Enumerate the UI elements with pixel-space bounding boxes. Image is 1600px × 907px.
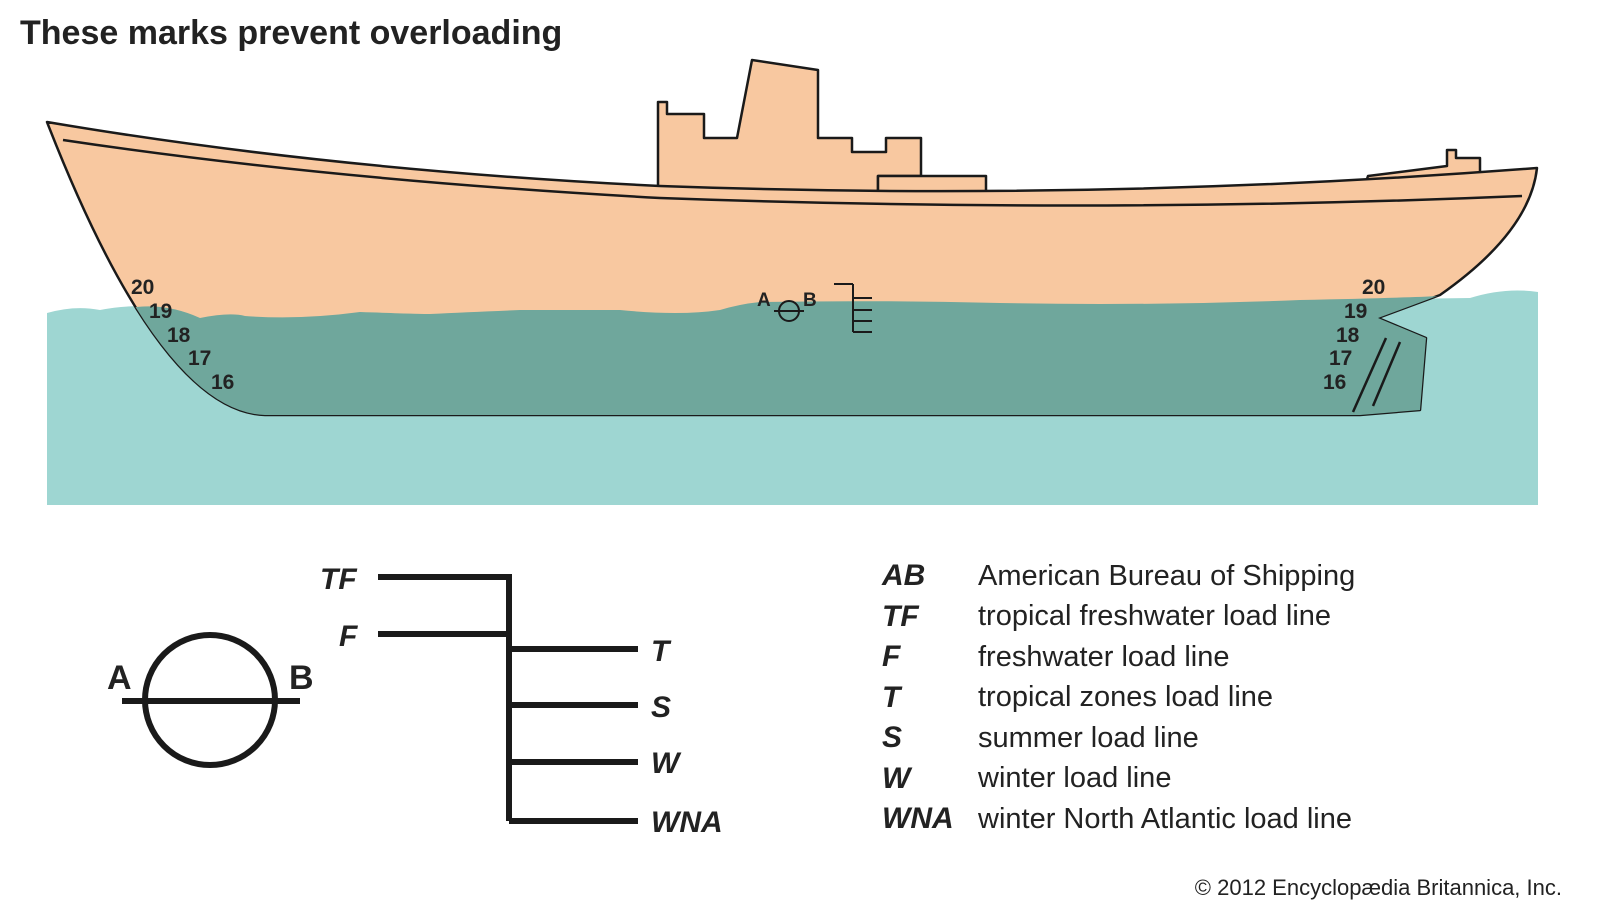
line-label-w: W (651, 747, 682, 780)
ship-plimsoll-label-a: A (757, 290, 771, 311)
copyright-notice: © 2012 Encyclopædia Britannica, Inc. (1194, 875, 1562, 900)
draft-mark: 19 (1344, 300, 1367, 323)
legend-description: tropical zones load line (978, 681, 1274, 714)
bow-draft-marks: 20 19 18 17 16 (131, 276, 234, 394)
line-label-tf: TF (320, 563, 357, 596)
legend-row: F freshwater load line (882, 637, 1355, 678)
legend-code: WNA (882, 802, 954, 836)
plimsoll-disc-detail (122, 632, 300, 768)
legend-code: TF (882, 599, 919, 633)
draft-mark: 17 (188, 347, 211, 370)
draft-mark: 20 (1362, 276, 1385, 299)
legend-code: F (882, 640, 901, 674)
line-label-t: T (651, 635, 672, 668)
legend-row: T tropical zones load line (882, 678, 1355, 719)
legend-code: W (882, 761, 911, 795)
legend-description: winter North Atlantic load line (978, 802, 1352, 835)
legend-code: S (882, 721, 903, 755)
ship-plimsoll-mark (774, 283, 872, 333)
hull-submerged (47, 290, 1537, 415)
draft-mark: 16 (1323, 371, 1346, 394)
legend-code: T (882, 680, 901, 714)
line-label-wna: WNA (651, 806, 723, 839)
disc-label-a: A (107, 659, 132, 697)
legend-description: summer load line (978, 721, 1199, 754)
legend: AB American Bureau of Shipping TF tropic… (882, 556, 1355, 840)
legend-description: winter load line (978, 762, 1172, 795)
legend-row: WNA winter North Atlantic load line (882, 799, 1355, 840)
legend-description: American Bureau of Shipping (978, 559, 1356, 592)
diagram-title: These marks prevent overloading (20, 14, 563, 52)
legend-code: AB (882, 559, 926, 593)
draft-mark: 19 (149, 300, 172, 323)
deck-line (62, 138, 1523, 207)
line-label-f: F (339, 620, 358, 653)
draft-mark: 18 (1336, 324, 1360, 347)
rudder (1351, 337, 1402, 413)
legend-row: AB American Bureau of Shipping (882, 556, 1355, 597)
draft-mark: 17 (1329, 347, 1352, 370)
load-line-ladder (378, 574, 638, 824)
stern-draft-marks: 20 19 18 17 16 (1323, 276, 1385, 394)
legend-row: S summer load line (882, 718, 1355, 759)
draft-mark: 16 (211, 371, 234, 394)
legend-description: tropical freshwater load line (978, 600, 1332, 633)
superstructure (656, 58, 1482, 198)
ship-plimsoll-label-b: B (803, 290, 817, 311)
legend-row: W winter load line (882, 759, 1355, 800)
legend-description: freshwater load line (978, 640, 1230, 673)
draft-mark: 20 (131, 276, 154, 299)
line-label-s: S (651, 691, 671, 724)
legend-row: TF tropical freshwater load line (882, 597, 1355, 638)
draft-mark: 18 (167, 324, 191, 347)
disc-label-b: B (289, 659, 314, 697)
